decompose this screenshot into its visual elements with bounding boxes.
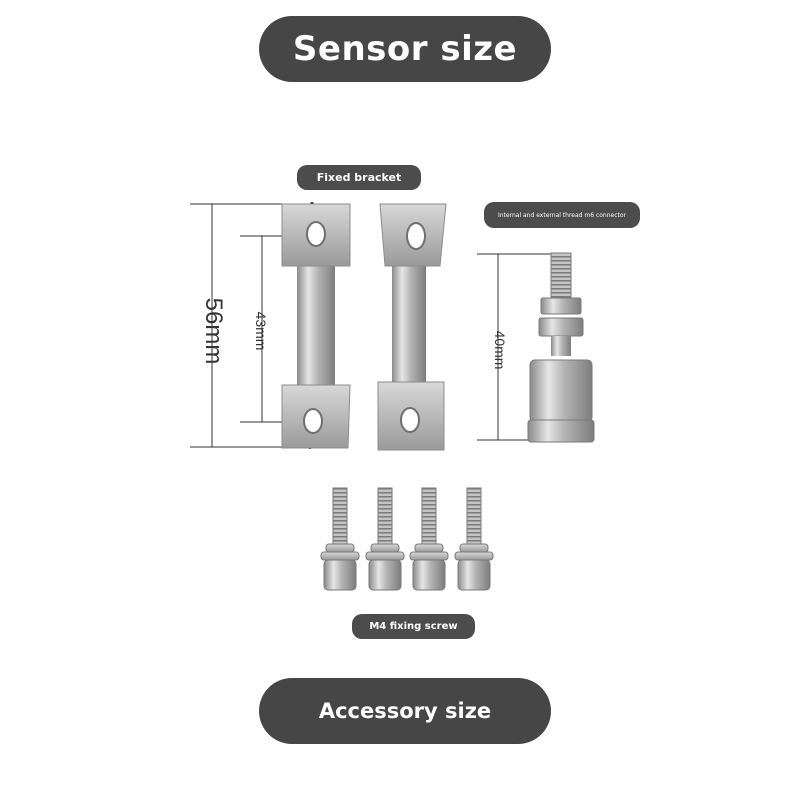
m4-screw [365,487,405,591]
label-connector: Internal and external thread m6 connecto… [484,202,640,228]
fixed-bracket-front [281,203,351,449]
heading-accessory-size-text: Accessory size [318,699,492,723]
dimension-56mm: 56mm [200,297,227,365]
m4-screw [409,487,449,591]
label-fixed-bracket-text: Fixed bracket [316,171,402,184]
m6-connector [527,252,595,443]
label-m4-screw: M4 fixing screw [352,614,475,639]
fixed-bracket-back [377,203,447,451]
heading-accessory-size: Accessory size [259,678,551,744]
heading-sensor-size-text: Sensor size [292,29,518,69]
dimension-43mm: 43mm [253,311,269,351]
label-m4-screw-text: M4 fixing screw [369,621,458,632]
heading-sensor-size: Sensor size [259,16,551,82]
m4-screw [320,487,360,591]
m4-screw [454,487,494,591]
dimension-40mm: 40mm [492,330,508,370]
label-fixed-bracket: Fixed bracket [297,165,421,190]
label-connector-text: Internal and external thread m6 connecto… [497,211,627,219]
